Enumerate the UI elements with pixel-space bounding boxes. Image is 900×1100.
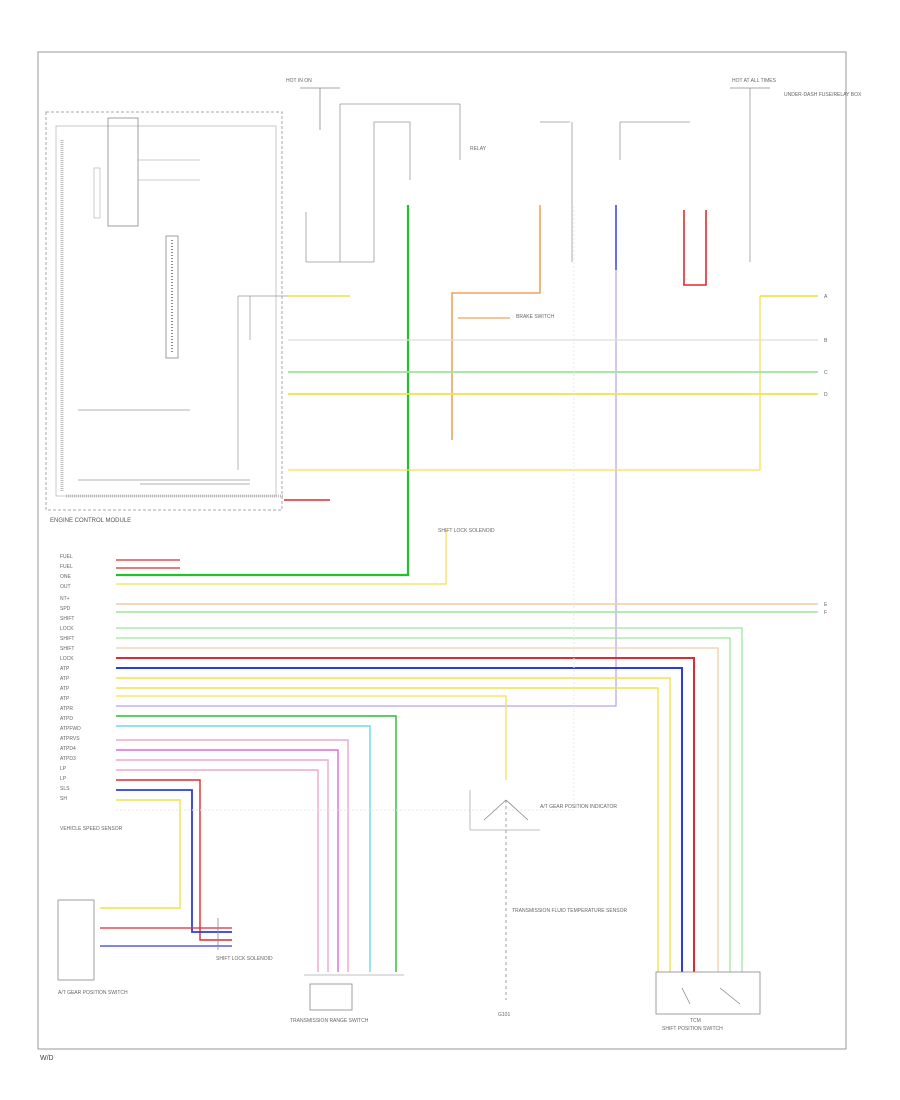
pin-label: FUEL (60, 554, 73, 560)
pin-label: SHIFT (60, 646, 74, 652)
bottom-right-tcm (655, 971, 761, 1015)
bottom-left-component (57, 899, 219, 981)
shift-lock-label: SHIFT LOCK SOLENOID (438, 528, 495, 534)
pin-label: LP (60, 766, 67, 772)
bottom-mid-connector (304, 974, 404, 1011)
pin-label: ATPR (60, 706, 73, 712)
ecm-pin-labels: FUEL FUEL ONE OUT NT+ SPD SHIFT LOCK SHI… (60, 554, 81, 802)
right-box2-label: SHIFT POSITION SWITCH (662, 1026, 723, 1032)
relay-label: RELAY (470, 146, 487, 152)
footer-code: W/D (40, 1055, 54, 1062)
left-box2-label: SHIFT LOCK SOLENOID (216, 956, 273, 962)
wire-blue-vertical (116, 205, 617, 707)
mid-box-label: TRANSMISSION RANGE SWITCH (290, 1018, 369, 1024)
edge-label: D (824, 392, 828, 398)
pin-label: ATPFWD (60, 726, 81, 732)
top-note: UNDER-DASH FUSE/RELAY BOX (784, 92, 862, 98)
edge-label: C (824, 370, 828, 376)
pin-label: ATP (60, 686, 70, 692)
brake-switch-label: BRAKE SWITCH (516, 314, 554, 320)
edge-label: F (824, 610, 827, 616)
wire-yellow-right (288, 295, 818, 471)
right-edge-labels: A B C D E F (824, 294, 828, 616)
pin-label: ONE (60, 574, 72, 580)
fuse-label-b: HOT AT ALL TIMES (732, 78, 777, 84)
left-box-label: A/T GEAR POSITION SWITCH (58, 990, 128, 996)
pin-label: ATP (60, 696, 70, 702)
pin-label: SPD (60, 606, 71, 612)
pin-label: LOCK (60, 626, 74, 632)
pin-label: NT+ (60, 596, 70, 602)
module-title: ENGINE CONTROL MODULE (50, 518, 131, 524)
pin-label: FUEL (60, 564, 73, 570)
wire-orange (451, 205, 541, 440)
edge-label: A (824, 294, 828, 300)
pin-label: SLS (60, 786, 70, 792)
pin-label: ATPD4 (60, 746, 76, 752)
pin-label: SH (60, 796, 67, 802)
pin-label: ATPRVS (60, 736, 80, 742)
wire-red-loop (683, 210, 707, 286)
pin-label: OUT (60, 584, 71, 590)
fuse-label-a: HOT IN ON (286, 78, 312, 84)
right-box-label: TCM (690, 1018, 701, 1024)
bottom-range-switch (469, 790, 540, 1000)
pin-label: LP (60, 776, 67, 782)
ecm-lower-bus (100, 205, 818, 972)
wire-green-main (116, 205, 410, 577)
ground-label: G101 (498, 1012, 510, 1018)
mid-note-label: A/T GEAR POSITION INDICATOR (540, 804, 617, 810)
pin-label: SHIFT (60, 636, 74, 642)
pin-label: ATP (60, 676, 70, 682)
edge-label: E (824, 602, 828, 608)
pin-label: SHIFT (60, 616, 74, 622)
pin-label: ATPD3 (60, 756, 76, 762)
edge-label: B (824, 338, 828, 344)
top-fuse-relay-area (300, 87, 770, 263)
sensor2-label: TRANSMISSION FLUID TEMPERATURE SENSOR (512, 908, 627, 914)
diagram-frame (37, 51, 847, 1050)
ecm-module-box (45, 111, 288, 511)
pin-label: ATPD (60, 716, 73, 722)
vss-label: VEHICLE SPEED SENSOR (60, 826, 123, 832)
pin-label: ATP (60, 666, 70, 672)
pin-label: LOCK (60, 656, 74, 662)
